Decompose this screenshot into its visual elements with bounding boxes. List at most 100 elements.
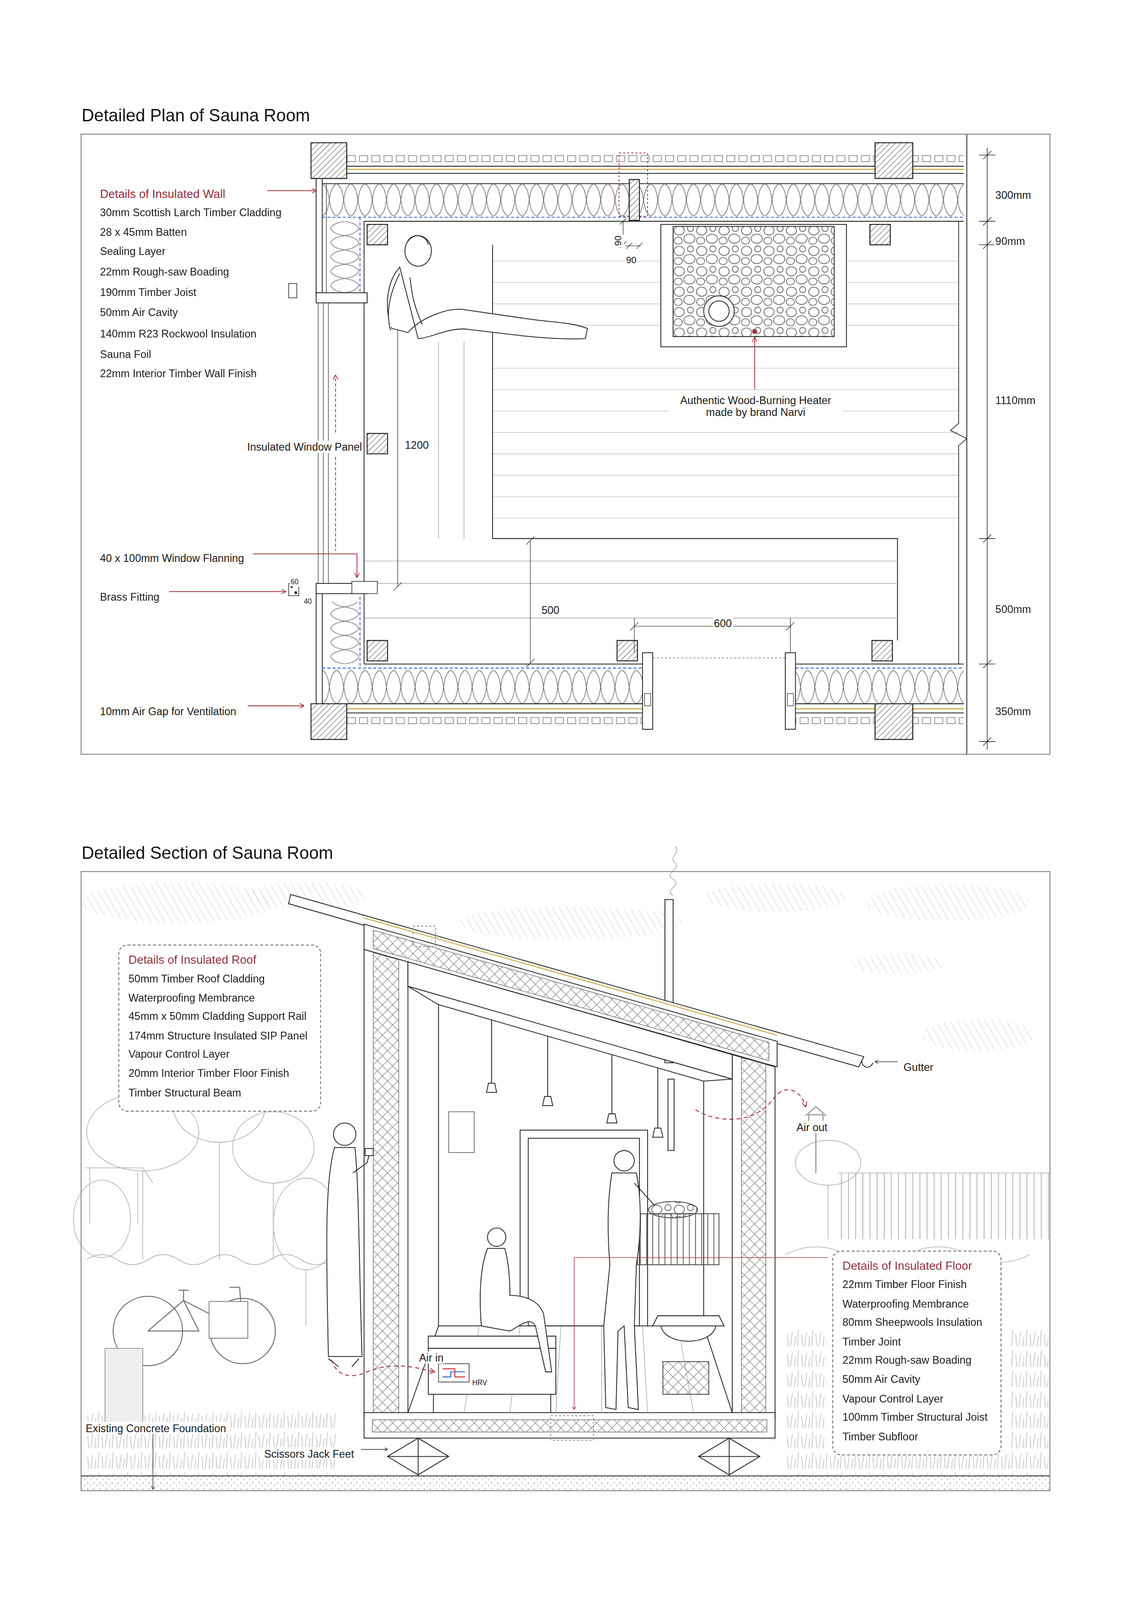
background-landscape-part (827, 1185, 829, 1240)
plan-dimensions-part (790, 617, 791, 653)
annotation-label: Air out (795, 1120, 829, 1134)
inner-posts (367, 224, 893, 661)
label-anchor: 90mm (994, 229, 1027, 249)
layer-item: Waterproofing Membrance (842, 1293, 990, 1313)
plan-leaders-part (754, 337, 756, 390)
label-anchor: 40 (302, 589, 313, 608)
sauna-building-part (373, 952, 399, 1413)
window-fittings (288, 581, 378, 596)
annotation-label: Insulated Window Panel (246, 440, 364, 453)
label-anchor: Details of Insulated Wall (98, 182, 227, 202)
wood-heater (660, 224, 847, 347)
sauna-building-part (732, 1054, 776, 1418)
sauna-building-part (448, 1111, 475, 1153)
label-anchor: 22mm Interior Timber Wall Finish (98, 362, 258, 381)
sauna-people-part (613, 1150, 635, 1171)
annotation-label: 22mm Rough-saw Boading (98, 264, 231, 278)
bottom-wall-part (363, 663, 643, 665)
sauna-people-part (480, 1248, 552, 1372)
top-wall-part (912, 155, 964, 164)
lying-person-part (387, 267, 588, 339)
left-wall-part (363, 593, 365, 664)
background-landscape-part (1009, 1325, 1049, 1476)
lying-person (387, 235, 588, 339)
floor-boards-part (492, 368, 959, 519)
sky-hatching-part (703, 883, 847, 913)
sauna-building-part (875, 1061, 898, 1062)
annotation-label: 90mm (994, 233, 1027, 247)
sauna-building-part (373, 929, 769, 1061)
heater-and-bench-part (652, 1315, 725, 1342)
bicycle-part (208, 1301, 248, 1339)
heater-and-bench-part (648, 1201, 698, 1218)
annotation-label: 500mm (994, 602, 1033, 616)
wood-heater-part (703, 295, 735, 327)
plan-dimension-column-part (979, 217, 996, 226)
detail-heading: Details of Insulated Wall (98, 186, 227, 202)
layer-item: Timber Subfloor (842, 1426, 990, 1446)
background-landscape (73, 1070, 1051, 1476)
plan-dimensions-part (526, 536, 535, 667)
corner-posts-part (875, 142, 914, 179)
background-landscape-part (142, 1142, 307, 1327)
plan-leaders-part (169, 591, 286, 592)
sky-hatching-part (458, 906, 684, 940)
label-anchor: 1110mm (994, 389, 1037, 408)
annotation-label: 90 (612, 234, 624, 247)
plan-drawing-part (966, 133, 968, 755)
annotation-label: 40 (302, 597, 313, 607)
left-wall-part (359, 217, 361, 296)
wood-heater-part (752, 328, 758, 334)
sauna-building-part (668, 1079, 675, 1151)
inner-posts-part (871, 640, 893, 661)
left-wall (288, 178, 368, 730)
layer-item: Vapour Control Layer (842, 1388, 990, 1408)
bottom-wall (322, 652, 965, 730)
background-landscape-part (232, 1111, 315, 1184)
bird-house-part (815, 1129, 817, 1173)
plan-leaders-part (267, 190, 317, 192)
scissor-jacks-part (387, 1437, 449, 1475)
sauna-building-part (408, 961, 733, 1080)
corner-posts-part (311, 142, 347, 179)
label-anchor: 60 (289, 570, 300, 589)
layer-item: 22mm Timber Floor Finish (842, 1274, 990, 1294)
bench-part (363, 560, 898, 618)
heater-and-bench-part (637, 1213, 720, 1265)
annotation-label: Air in (418, 1350, 445, 1364)
plan-leaders-part (253, 553, 358, 577)
sauna-building-part (363, 1412, 775, 1438)
label-anchor: 40 x 100mm Window Flanning (98, 547, 245, 566)
sauna-building-part (486, 1083, 664, 1138)
top-wall-part (322, 172, 965, 174)
wood-heater-part (660, 224, 847, 347)
ground-part (80, 1475, 1051, 1477)
plan-dimensions-part (634, 625, 791, 627)
wood-heater-part (708, 300, 730, 322)
hrv-unit (438, 1363, 470, 1382)
inner-posts-part (870, 224, 891, 245)
bottom-wall-part (787, 693, 794, 706)
label-anchor: 190mm Timber Joist (98, 280, 198, 300)
annotation-label: Scissors Jack Feet (263, 1446, 356, 1460)
drawing-title: Detailed Plan of Sauna Room (81, 106, 1050, 127)
heater-and-bench-part (550, 1394, 552, 1413)
section-leaders (331, 1089, 829, 1449)
sauna-people-part (603, 1172, 641, 1410)
layer-item: Timber Structural Beam (128, 1082, 310, 1102)
ground-part (80, 1475, 1051, 1490)
label-anchor: 10mm Air Gap for Ventilation (98, 700, 238, 719)
bottom-wall-part (346, 716, 643, 726)
bottom-wall-part (795, 667, 964, 669)
bottom-wall-part (912, 716, 964, 726)
layer-item: 20mm Interior Timber Floor Finish (128, 1063, 310, 1083)
annotation-label: HRV (471, 1378, 488, 1388)
top-wall-part (346, 155, 875, 164)
bottom-wall-part (322, 708, 643, 710)
bottom-wall-part (795, 663, 964, 665)
scissor-jacks-part (698, 1437, 760, 1475)
heater-and-bench-part (428, 1335, 556, 1349)
label-anchor: 350mm (994, 700, 1033, 719)
bottom-wall-part (785, 652, 796, 730)
